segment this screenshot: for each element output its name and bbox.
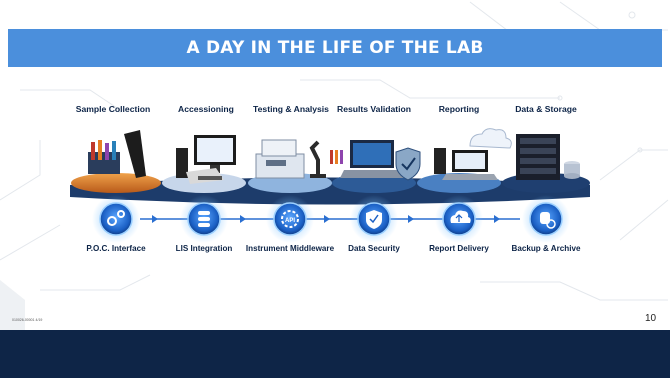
- node-label-poc-interface: P.O.C. Interface: [86, 244, 146, 253]
- integration-node-labels: P.O.C. Interface LIS Integration Instrum…: [0, 244, 670, 260]
- stage-label-sample-collection: Sample Collection: [75, 104, 151, 114]
- node-lis-integration: [180, 195, 228, 243]
- stage-label-accessioning: Accessioning: [178, 104, 234, 114]
- title-bar: A DAY IN THE LIFE OF THE LAB: [8, 29, 662, 67]
- stage-label-testing-analysis: Testing & Analysis: [253, 104, 329, 114]
- barcode-scanner-test-tubes-icon: [88, 130, 146, 178]
- laptop-cloud-icon: [434, 128, 512, 180]
- node-label-report-delivery: Report Delivery: [429, 244, 489, 253]
- node-label-data-security: Data Security: [348, 244, 400, 253]
- slide-title: A DAY IN THE LIFE OF THE LAB: [186, 38, 484, 58]
- footer-bar: [0, 330, 670, 378]
- node-poc-interface: [92, 195, 140, 243]
- node-label-lis-integration: LIS Integration: [175, 244, 233, 253]
- stage-label-results-validation: Results Validation: [336, 104, 412, 114]
- node-instrument-middleware: API: [266, 195, 314, 243]
- api-gear-icon: [281, 210, 299, 228]
- server-rack-icon: [516, 134, 580, 180]
- node-label-backup-archive: Backup & Archive: [511, 244, 581, 253]
- node-report-delivery: [435, 195, 483, 243]
- platform-disc: [71, 173, 161, 193]
- gears-icon: [107, 210, 125, 226]
- node-data-security: [350, 195, 398, 243]
- node-label-instrument-middleware: Instrument Middleware: [245, 244, 335, 253]
- platform-row: [70, 173, 590, 205]
- footer-code: 010026-00001 4/19: [12, 318, 43, 322]
- database-stack-icon: [198, 211, 210, 227]
- page-number: 10: [645, 313, 657, 324]
- laptop-shield-icon: [340, 140, 421, 181]
- stage-label-data-storage: Data & Storage: [515, 104, 577, 114]
- workflow-stage-labels: Sample Collection Accessioning Testing &…: [0, 104, 670, 120]
- stage-label-reporting: Reporting: [438, 104, 480, 114]
- api-icon-text: API: [285, 218, 295, 224]
- analyzer-microscope-icon: [255, 139, 343, 179]
- circuit-background: [0, 1, 669, 330]
- workflow-illustration: API: [70, 128, 590, 243]
- computer-printer-icon: [176, 135, 236, 184]
- node-backup-archive: [522, 195, 570, 243]
- database-sync-icon: [540, 212, 556, 229]
